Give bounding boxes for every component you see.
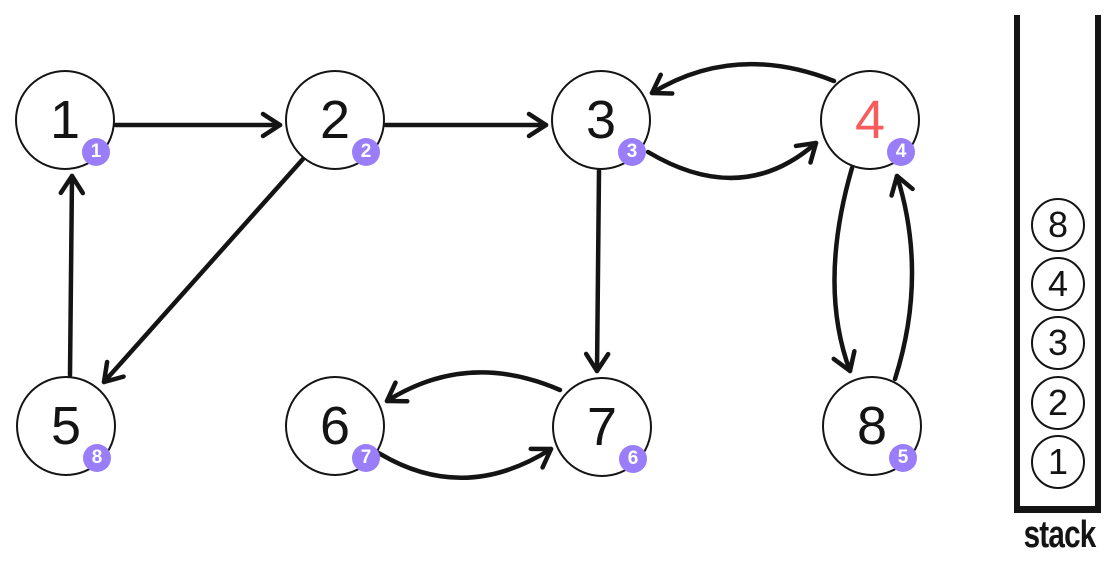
node-label: 8: [856, 396, 888, 456]
stack-item: 8: [1031, 198, 1085, 252]
node-label: 4: [854, 90, 886, 150]
visit-order-badge: 1: [82, 138, 110, 166]
edge-5-1: [58, 173, 86, 378]
stack-item: 2: [1031, 376, 1085, 430]
node-label: 6: [319, 396, 351, 456]
node-label: 5: [50, 396, 82, 456]
edge-8-4: [889, 173, 915, 382]
edge-6-7: [374, 446, 554, 480]
visit-order-badge: 5: [889, 444, 917, 472]
stack-item: 3: [1031, 316, 1085, 370]
visit-order-badge: 4: [887, 138, 915, 166]
visit-order-badge: 8: [83, 444, 111, 472]
visit-order-badge: 7: [352, 444, 380, 472]
edge-4-3: [649, 61, 837, 96]
visit-order-badge: 2: [352, 138, 380, 166]
node-label: 3: [585, 90, 617, 150]
edge-4-8: [831, 165, 857, 374]
visit-order-badge: 3: [618, 138, 646, 166]
edge-2-5: [101, 156, 306, 385]
edge-7-6: [384, 370, 563, 404]
visit-order-badge: 6: [619, 445, 647, 473]
node-label: 1: [49, 90, 81, 150]
node-label: 2: [319, 90, 351, 150]
stack-item: 4: [1031, 257, 1085, 311]
edge-3-7: [583, 168, 611, 374]
node-label: 7: [586, 397, 618, 457]
edge-3-4: [645, 140, 819, 181]
stack-item: 1: [1031, 435, 1085, 489]
stack-label: stack: [1023, 514, 1097, 556]
